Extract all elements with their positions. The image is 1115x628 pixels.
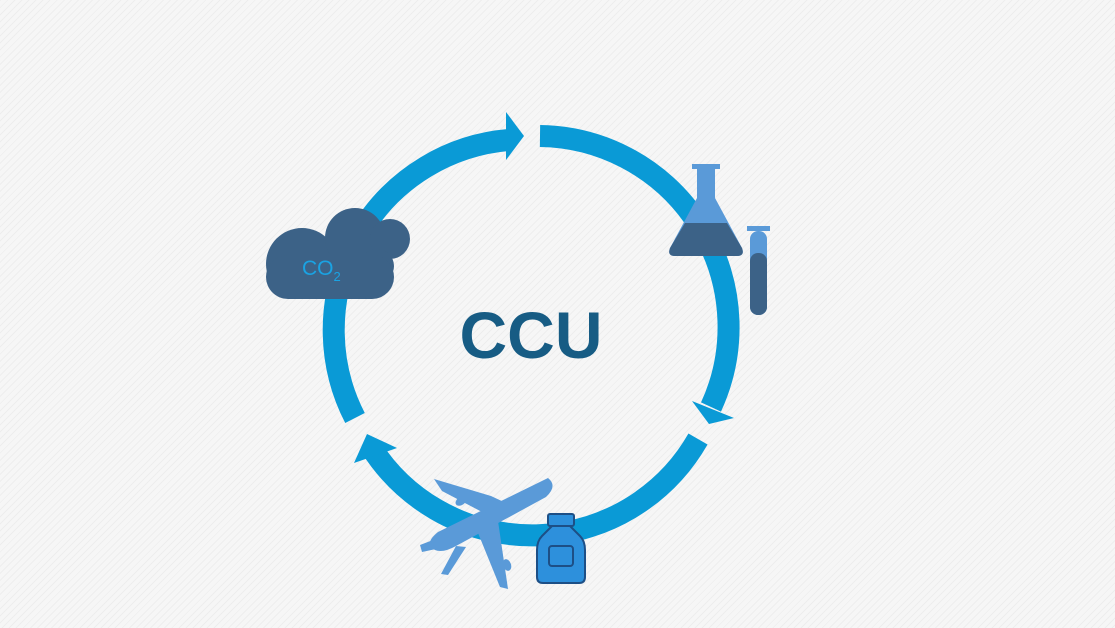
bottle-icon — [536, 513, 586, 584]
co2-cloud: CO2 — [266, 208, 410, 299]
ring-arc-bottom — [361, 433, 708, 547]
arrowhead-right — [692, 401, 734, 424]
airplane-icon — [420, 478, 553, 589]
co2-label: CO2 — [302, 257, 341, 284]
test-tube-icon — [747, 226, 770, 315]
flask-icon — [669, 164, 743, 256]
arrowhead-top — [506, 112, 524, 160]
cloud-icon — [266, 208, 410, 299]
arrowhead-left — [354, 434, 397, 463]
cycle-arrowheads — [354, 112, 734, 463]
center-label: CCU — [460, 298, 603, 372]
